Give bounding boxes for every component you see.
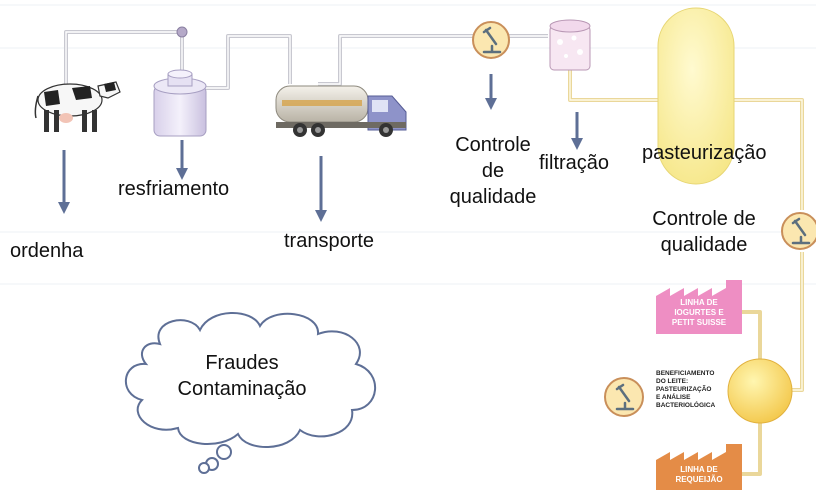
beneficiamento-label: BENEFICIAMENTO DO LEITE: PASTEURIZAÇÃO E… bbox=[656, 370, 732, 410]
label-pasteurizacao: pasteurização bbox=[642, 142, 767, 164]
label-resfriamento: resfriamento bbox=[118, 178, 230, 200]
yogurt-line-factory-icon bbox=[656, 280, 742, 334]
arrows bbox=[58, 74, 583, 222]
label-ordenha: ordenha bbox=[10, 240, 84, 262]
requeijao-line-label-2: REQUEIJÃO bbox=[675, 475, 723, 484]
microscope-icon bbox=[604, 377, 644, 417]
cow-icon bbox=[34, 81, 121, 132]
label-controle-2-line1: Controle de bbox=[652, 208, 756, 230]
requeijao-line-factory-icon bbox=[656, 444, 742, 490]
label-controle-qualidade-1: Controle de qualidade bbox=[438, 132, 548, 210]
label-controle-1-line2: de bbox=[481, 160, 505, 182]
tanker-truck-icon bbox=[275, 85, 407, 137]
filter-jar-icon bbox=[549, 19, 591, 71]
beneficiamento-line-5: BACTERIOLÓGICA bbox=[656, 402, 716, 409]
processing-ball-icon bbox=[727, 358, 793, 424]
pasteurization-tank-icon bbox=[657, 7, 735, 185]
label-transporte: transporte bbox=[284, 230, 375, 252]
microscope-icon bbox=[781, 212, 816, 250]
beneficiamento-line-2: DO LEITE: bbox=[656, 378, 689, 385]
yogurt-line-label-1: LINHA DE bbox=[680, 298, 718, 307]
label-controle-1-line3: qualidade bbox=[449, 186, 537, 208]
requeijao-line-label-1: LINHA DE bbox=[680, 465, 718, 474]
beneficiamento-line-3: PASTEURIZAÇÃO bbox=[656, 386, 712, 393]
label-controle-qualidade-2: Controle de qualidade bbox=[636, 206, 772, 258]
thought-cloud bbox=[125, 312, 376, 474]
cloud-line-contaminacao: Contaminação bbox=[177, 378, 307, 400]
requeijao-line-label: LINHA DE REQUEIJÃO bbox=[656, 465, 742, 485]
yogurt-line-label: LINHA DE IOGURTES E PETIT SUISSE bbox=[656, 298, 742, 328]
beneficiamento-line-4: E ANÁLISE bbox=[656, 394, 691, 401]
beneficiamento-line-1: BENEFICIAMENTO bbox=[656, 370, 715, 377]
cloud-text: Fraudes Contaminação bbox=[160, 350, 324, 402]
label-controle-1-line1: Controle bbox=[455, 134, 531, 156]
yogurt-line-label-3: PETIT SUISSE bbox=[671, 318, 727, 327]
yogurt-line-label-2: IOGURTES E bbox=[674, 308, 724, 317]
label-filtracao: filtração bbox=[539, 152, 610, 174]
cloud-line-fraudes: Fraudes bbox=[205, 352, 279, 374]
cooling-tank-icon bbox=[153, 26, 207, 137]
microscope-icon bbox=[472, 21, 510, 59]
label-controle-2-line2: qualidade bbox=[660, 234, 748, 256]
